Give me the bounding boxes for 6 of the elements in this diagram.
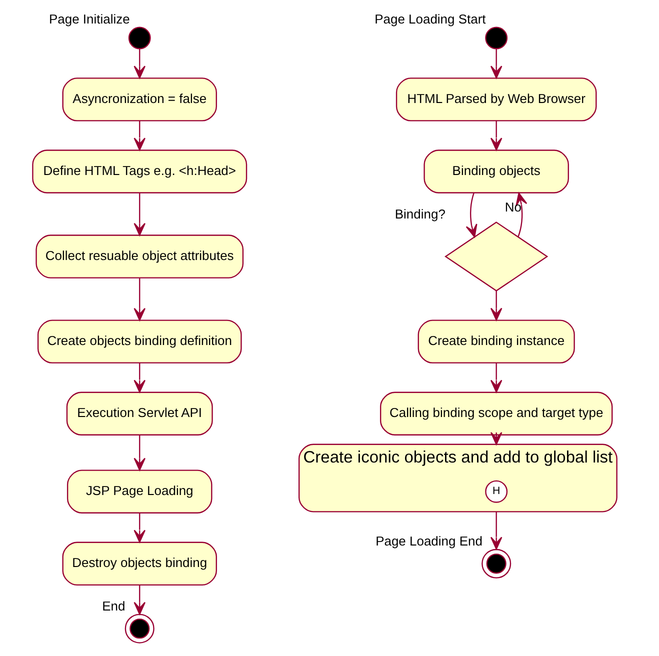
node-label: Binding?	[394, 206, 446, 222]
edge-label: No	[504, 199, 522, 214]
node-label: Page Initialize	[49, 12, 130, 27]
node-label: Page Loading Start	[374, 12, 486, 27]
node-label: Page Loading End	[376, 534, 482, 549]
node-label: End	[102, 598, 126, 614]
